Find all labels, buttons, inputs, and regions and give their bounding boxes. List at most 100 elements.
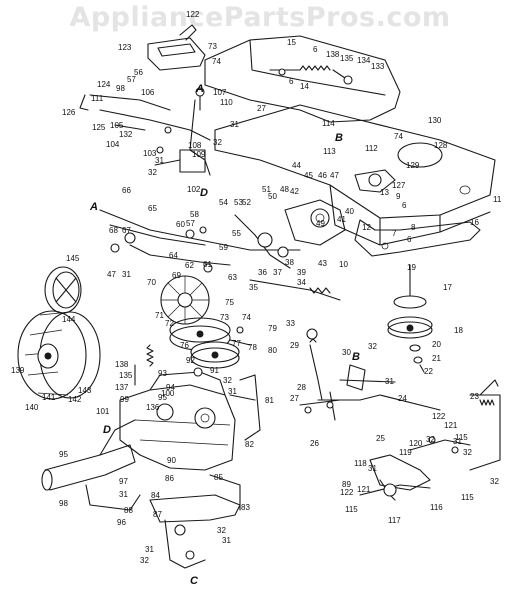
callout-145: 145 (66, 254, 80, 263)
callout-6: 6 (313, 45, 318, 54)
callout-122: 122 (432, 412, 446, 421)
callout-122: 122 (186, 10, 200, 19)
callout-139: 139 (11, 366, 25, 375)
callout-32: 32 (217, 526, 226, 535)
callout-116: 116 (430, 503, 443, 512)
callout-6: 6 (407, 235, 412, 244)
callout-16: 16 (470, 218, 479, 227)
callout-98: 98 (116, 84, 125, 93)
callout-115: 115 (461, 493, 474, 502)
callout-81: 81 (265, 396, 274, 405)
callout-46: 46 (318, 171, 327, 180)
callout-69: 69 (172, 271, 181, 280)
callout-61: 61 (203, 260, 212, 269)
callout-26: 26 (310, 439, 319, 448)
callout-32: 32 (368, 342, 377, 351)
callout-66: 66 (122, 186, 131, 195)
callout-29: 29 (290, 341, 299, 350)
callout-32: 32 (148, 168, 157, 177)
callout-45: 45 (304, 171, 313, 180)
callout-23: 23 (470, 392, 479, 401)
callout-111: 111 (91, 94, 104, 103)
callout-124: 124 (97, 80, 111, 89)
callout-31: 31 (155, 156, 164, 165)
callout-18: 18 (454, 326, 463, 335)
watermark: AppliancePartsPros.com (69, 2, 451, 33)
callout-47: 47 (330, 171, 339, 180)
callout-128: 128 (434, 141, 448, 150)
callout-82: 82 (245, 440, 254, 449)
callout-24: 24 (398, 394, 407, 403)
callout-15: 15 (287, 38, 296, 47)
callout-96: 96 (117, 518, 126, 527)
callout-105: 105 (110, 121, 124, 130)
callout-64: 64 (169, 251, 178, 260)
callout-113: 113 (323, 147, 336, 156)
callout-60: 60 (176, 220, 185, 229)
callout-89: 89 (342, 480, 351, 489)
callout-13: 13 (380, 188, 389, 197)
callout-133: 133 (371, 62, 385, 71)
callout-78: 78 (248, 343, 257, 352)
callout-33: 33 (286, 319, 295, 328)
reference-letters: A A B B C D D (89, 83, 360, 587)
callout-127: 127 (392, 181, 406, 190)
callout-74: 74 (212, 57, 221, 66)
callout-68: 68 (109, 226, 118, 235)
tractor-frame (204, 35, 496, 257)
callout-28: 28 (297, 383, 306, 392)
callout-19: 19 (407, 263, 416, 272)
callout-32: 32 (213, 138, 222, 147)
callout-51: 51 (262, 185, 271, 194)
callout-126: 126 (62, 108, 76, 117)
callout-140: 140 (25, 403, 39, 412)
callout-121: 121 (357, 485, 371, 494)
callout-31: 31 (145, 545, 154, 554)
callout-42: 42 (290, 187, 299, 196)
callout-31: 31 (385, 377, 394, 386)
callout-32: 32 (223, 376, 232, 385)
callout-110: 110 (220, 98, 233, 107)
callout-21: 21 (432, 354, 441, 363)
ref-letter-d-top: D (200, 187, 208, 199)
springs-top (269, 65, 353, 85)
callout-70: 70 (147, 278, 156, 287)
callout-141: 141 (42, 393, 56, 402)
callout-104: 104 (106, 140, 120, 149)
callout-39: 39 (297, 268, 306, 277)
callout-87: 87 (153, 510, 162, 519)
callout-122: 122 (340, 488, 354, 497)
callout-48: 48 (280, 185, 289, 194)
ref-letter-b-top: B (335, 132, 343, 144)
callout-52: 52 (242, 198, 251, 207)
callout-22: 22 (424, 367, 433, 376)
callout-76: 76 (180, 341, 189, 350)
callout-27: 27 (257, 104, 266, 113)
callout-75: 75 (225, 298, 234, 307)
callout-115: 115 (345, 505, 358, 514)
callout-8: 8 (411, 223, 416, 232)
callout-125: 125 (92, 123, 106, 132)
callout-135: 135 (119, 371, 133, 380)
callout-114: 114 (322, 119, 335, 128)
ref-letter-a-left: A (89, 201, 98, 213)
callout-88: 88 (124, 506, 133, 515)
callout-38: 38 (285, 258, 294, 267)
callout-17: 17 (443, 283, 452, 292)
callout-73: 73 (208, 42, 217, 51)
callout-121: 121 (444, 421, 458, 430)
callout-31: 31 (228, 387, 237, 396)
callout-134: 134 (357, 56, 371, 65)
callout-32: 32 (463, 448, 472, 457)
callout-79: 79 (268, 324, 277, 333)
callout-6: 6 (289, 77, 294, 86)
callout-31: 31 (122, 270, 131, 279)
callout-118: 118 (354, 459, 367, 468)
callout-57: 57 (127, 75, 136, 84)
transmission-pulleys (169, 317, 251, 369)
ref-letter-a-top: A (195, 83, 204, 95)
callout-106: 106 (141, 88, 155, 97)
